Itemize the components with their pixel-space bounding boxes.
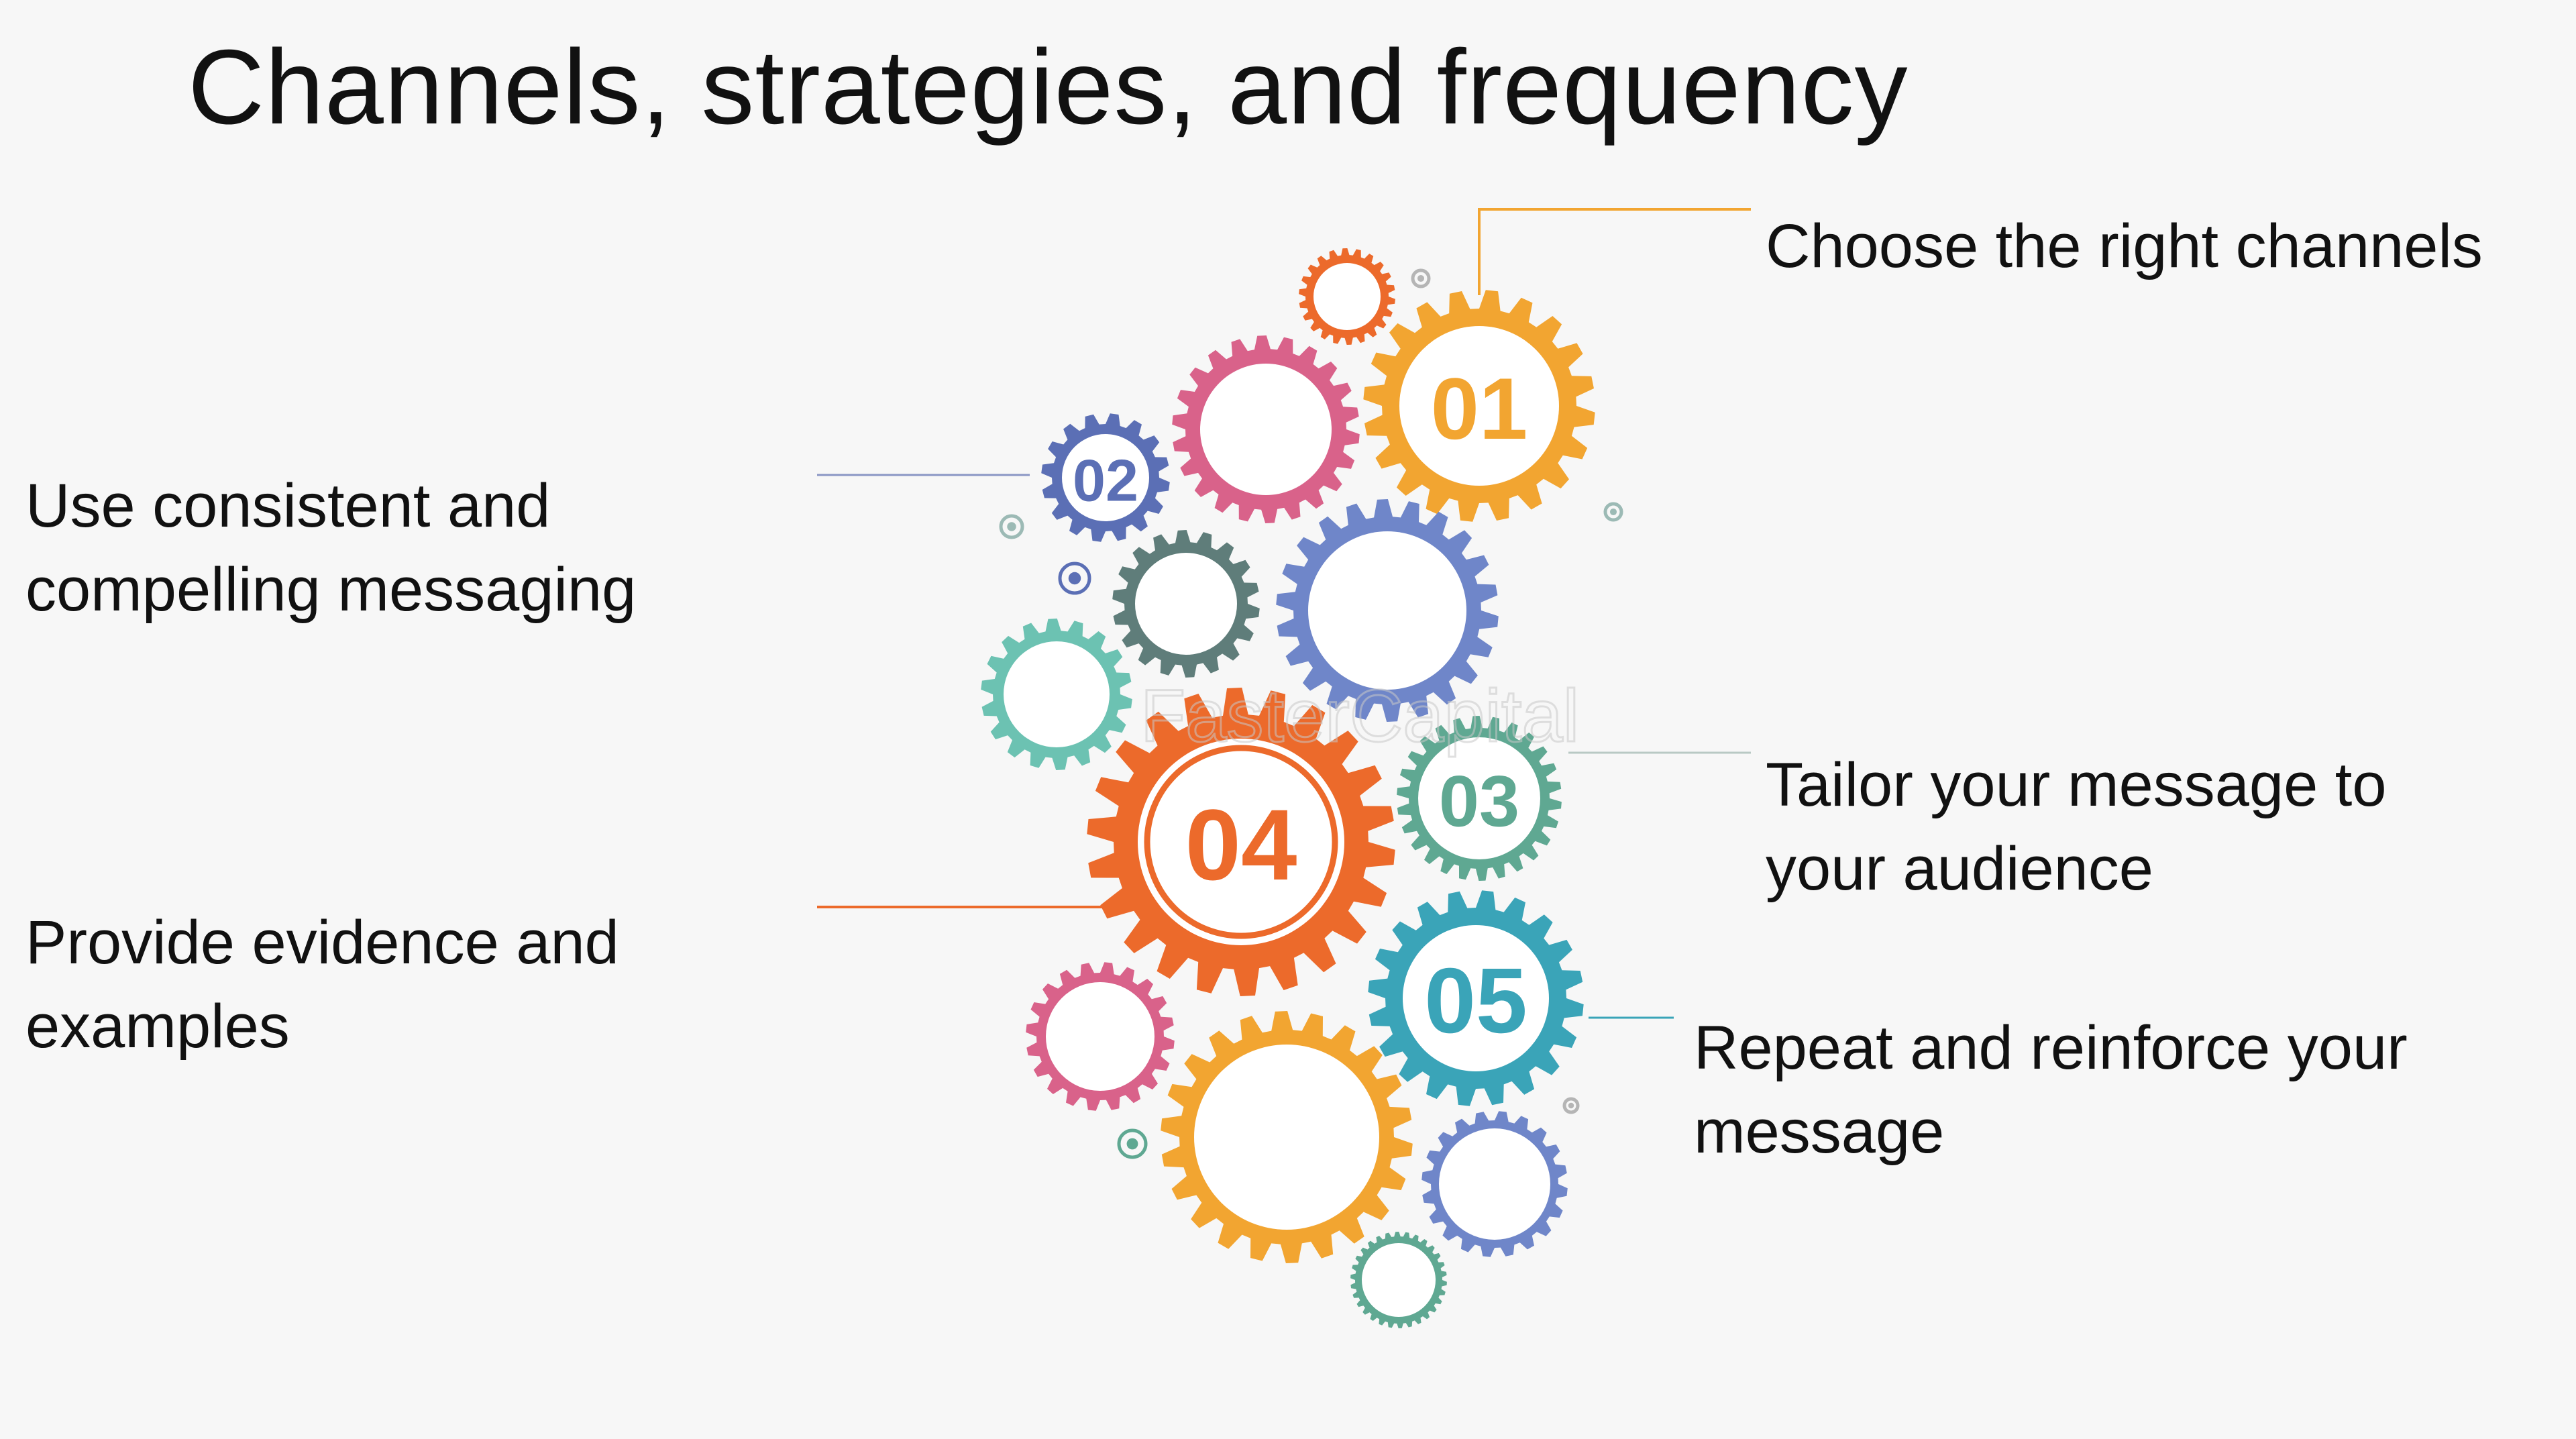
watermark-text: FasterCapital	[1140, 675, 1579, 757]
gears: 01 02 04 03 05	[981, 248, 1595, 1328]
yellow-gear-bottom	[1161, 1011, 1413, 1263]
gear-02-number: 02	[1073, 447, 1138, 514]
pink-gear-top	[1172, 335, 1360, 523]
gear-01-number: 01	[1431, 360, 1528, 458]
teal-gear	[981, 619, 1132, 770]
dot-1	[1413, 270, 1429, 286]
step-label-01: Choose the right channels	[1766, 205, 2483, 288]
gear-05-number: 05	[1424, 949, 1527, 1053]
step-label-03-line-1: Tailor your message to	[1766, 743, 2387, 827]
dot-2	[1001, 516, 1022, 537]
dot-5	[1119, 1130, 1146, 1157]
step-label-04-line-1: Provide evidence and	[25, 901, 619, 985]
step-label-03-line-2: your audience	[1766, 827, 2387, 911]
step-label-02-line-1: Use consistent and	[25, 464, 636, 548]
gear-01: 01	[1363, 290, 1595, 521]
periwinkle-gear-bottom	[1421, 1111, 1568, 1257]
gear-02: 02	[1041, 413, 1170, 542]
step-label-03: Tailor your message to your audience	[1766, 743, 2387, 911]
step-label-05-line-2: message	[1694, 1090, 2408, 1174]
dot-4	[1605, 504, 1621, 520]
green-ring-bottom	[1350, 1232, 1447, 1328]
connector-01	[1479, 209, 1751, 295]
step-label-05: Repeat and reinforce your message	[1694, 1006, 2408, 1174]
step-label-02-line-2: compelling messaging	[25, 548, 636, 632]
small-orange-gear	[1299, 248, 1395, 345]
dot-3	[1060, 564, 1089, 593]
pink-gear-bottom	[1026, 962, 1175, 1111]
dot-6	[1564, 1099, 1578, 1112]
step-label-02: Use consistent and compelling messaging	[25, 464, 636, 632]
gear-03-number: 03	[1439, 761, 1519, 842]
step-label-01-line-1: Choose the right channels	[1766, 205, 2483, 288]
gear-05: 05	[1368, 890, 1583, 1106]
step-label-04-line-2: examples	[25, 985, 619, 1069]
slate-gear	[1112, 530, 1260, 678]
gear-04-number: 04	[1185, 788, 1297, 901]
step-label-05-line-1: Repeat and reinforce your	[1694, 1006, 2408, 1090]
step-label-04: Provide evidence and examples	[25, 901, 619, 1069]
